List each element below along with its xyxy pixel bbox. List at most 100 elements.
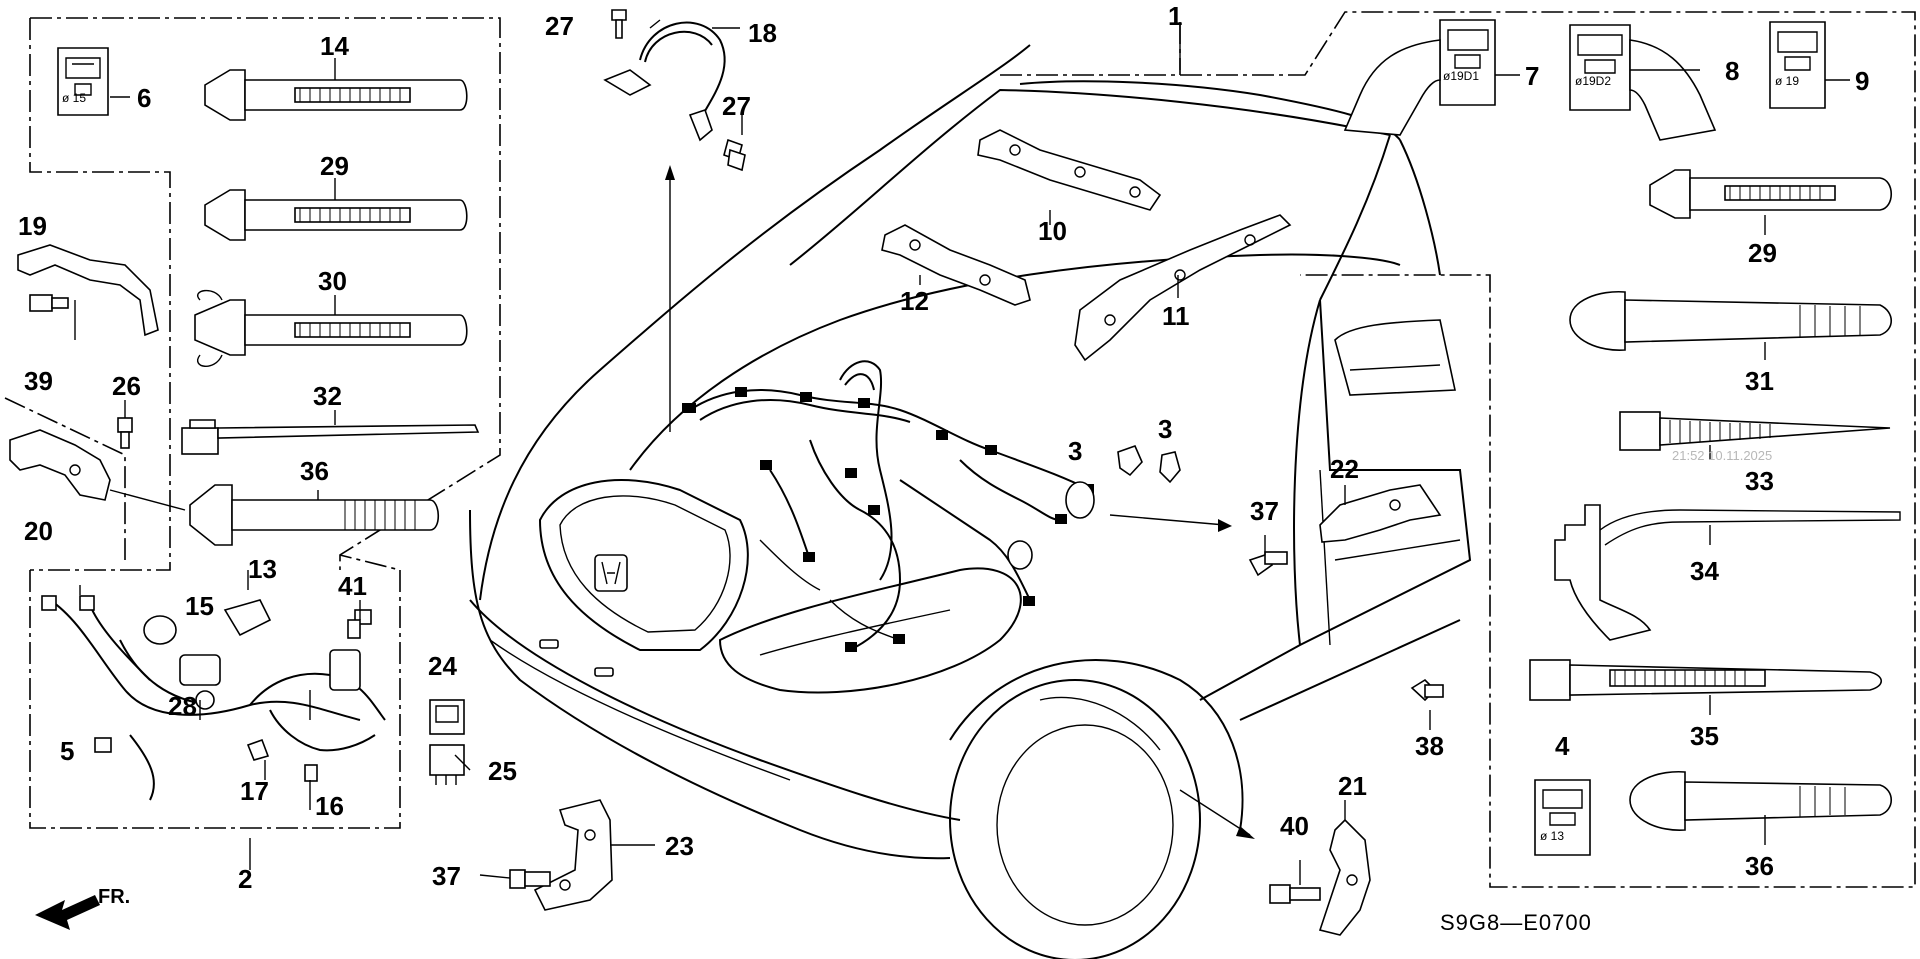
callout-31: 31 xyxy=(1745,366,1774,396)
clip-4 xyxy=(1534,779,1591,856)
leader-ticks xyxy=(74,19,1850,885)
callout-6: 6 xyxy=(137,83,151,113)
bolt-38 xyxy=(1410,678,1444,702)
diameter-label-9: ø 19 xyxy=(1775,74,1799,88)
callout-3a: 3 xyxy=(1068,436,1082,466)
clip-9 xyxy=(1769,21,1826,109)
ground-cable-18 xyxy=(603,21,726,142)
bracket-11 xyxy=(1074,214,1292,362)
bolt-27b xyxy=(723,138,746,172)
callout-16: 16 xyxy=(315,791,344,821)
clip-6 xyxy=(57,47,109,116)
callout-39: 39 xyxy=(24,366,53,396)
right-frame xyxy=(1000,11,1916,888)
callout-19: 19 xyxy=(18,211,47,241)
callout-37a: 37 xyxy=(1250,496,1279,526)
bracket-12 xyxy=(881,224,1031,306)
left-top-frame xyxy=(29,17,501,571)
callout-10: 10 xyxy=(1038,216,1067,246)
callout-1: 1 xyxy=(1168,1,1182,31)
leader-lines xyxy=(109,165,1255,839)
callout-40: 40 xyxy=(1280,811,1309,841)
callout-30: 30 xyxy=(318,266,347,296)
clip-3b xyxy=(1159,451,1181,484)
bolt-27a xyxy=(611,9,627,39)
callout-34: 34 xyxy=(1690,556,1719,586)
cable-tie-29-right xyxy=(1649,169,1893,219)
fuse-41 xyxy=(347,619,361,639)
timestamp: 21:52 10.11.2025 xyxy=(1672,448,1772,463)
left-sub-frame xyxy=(4,397,401,829)
callout-38: 38 xyxy=(1415,731,1444,761)
clip-7 xyxy=(1343,19,1496,136)
diameter-label-4: ø 13 xyxy=(1540,829,1564,843)
callout-20: 20 xyxy=(24,516,53,546)
engine-wire-harness xyxy=(682,360,1095,652)
cable-tie-29-left xyxy=(204,189,468,241)
bolt-37b xyxy=(509,869,551,889)
cable-tie-36-left xyxy=(189,484,440,546)
callout-3b: 3 xyxy=(1158,414,1172,444)
callout-9: 9 xyxy=(1855,66,1869,96)
cable-tie-14 xyxy=(204,69,468,121)
diagram-code: S9G8—E0700 xyxy=(1440,910,1592,935)
svg-text:FR.: FR. xyxy=(98,886,130,908)
callout-37b: 37 xyxy=(432,861,461,891)
front-direction-arrow-icon: FR. xyxy=(35,886,130,930)
bracket-21 xyxy=(1318,818,1371,936)
vehicle-body xyxy=(469,44,1472,959)
relay-25 xyxy=(429,744,465,785)
callout-25: 25 xyxy=(488,756,517,786)
callout-8: 8 xyxy=(1725,56,1739,86)
callout-2: 2 xyxy=(238,864,252,894)
cable-tie-31 xyxy=(1569,290,1893,351)
clip-34 xyxy=(1554,504,1901,641)
relay-24 xyxy=(429,699,465,735)
bolt-39 xyxy=(29,294,69,312)
callout-18: 18 xyxy=(748,18,777,48)
callout-32: 32 xyxy=(313,381,342,411)
callout-29a: 29 xyxy=(320,151,349,181)
bolt-26 xyxy=(117,417,133,449)
cable-tie-33 xyxy=(1619,411,1891,451)
callout-26: 26 xyxy=(112,371,141,401)
bracket-19 xyxy=(17,244,159,337)
clip-3a xyxy=(1117,444,1143,477)
callout-4: 4 xyxy=(1555,731,1570,761)
callout-27a: 27 xyxy=(545,11,574,41)
callout-23: 23 xyxy=(665,831,694,861)
callout-35: 35 xyxy=(1690,721,1719,751)
callout-17: 17 xyxy=(240,776,269,806)
clip-32 xyxy=(181,419,480,455)
callout-21: 21 xyxy=(1338,771,1367,801)
diameter-label-7: ø19D1 xyxy=(1443,69,1479,83)
bracket-22 xyxy=(1319,484,1442,543)
callout-12: 12 xyxy=(900,286,929,316)
bolt-40 xyxy=(1269,884,1321,904)
callout-41: 41 xyxy=(338,571,367,601)
sub-harness-2 xyxy=(41,595,386,801)
callout-22: 22 xyxy=(1330,454,1359,484)
callout-13: 13 xyxy=(248,554,277,584)
cable-tie-30 xyxy=(194,289,468,367)
callout-36b: 36 xyxy=(1745,851,1774,881)
clip-8 xyxy=(1569,24,1717,141)
callout-33: 33 xyxy=(1745,466,1774,496)
callout-28: 28 xyxy=(168,691,197,721)
callout-5: 5 xyxy=(60,736,74,766)
callout-36a: 36 xyxy=(300,456,329,486)
callout-27b: 27 xyxy=(722,91,751,121)
bracket-10 xyxy=(977,129,1162,211)
diameter-label-6: ø 15 xyxy=(62,91,86,105)
callout-24: 24 xyxy=(428,651,457,681)
callout-29b: 29 xyxy=(1748,238,1777,268)
diameter-label-8: ø19D2 xyxy=(1575,74,1611,88)
bracket-20 xyxy=(9,429,111,501)
callout-7: 7 xyxy=(1525,61,1539,91)
bracket-23 xyxy=(533,799,613,911)
cable-tie-35 xyxy=(1529,659,1883,701)
callout-14: 14 xyxy=(320,31,349,61)
bolt-37a xyxy=(1248,551,1288,577)
cable-tie-36-right xyxy=(1629,770,1893,831)
